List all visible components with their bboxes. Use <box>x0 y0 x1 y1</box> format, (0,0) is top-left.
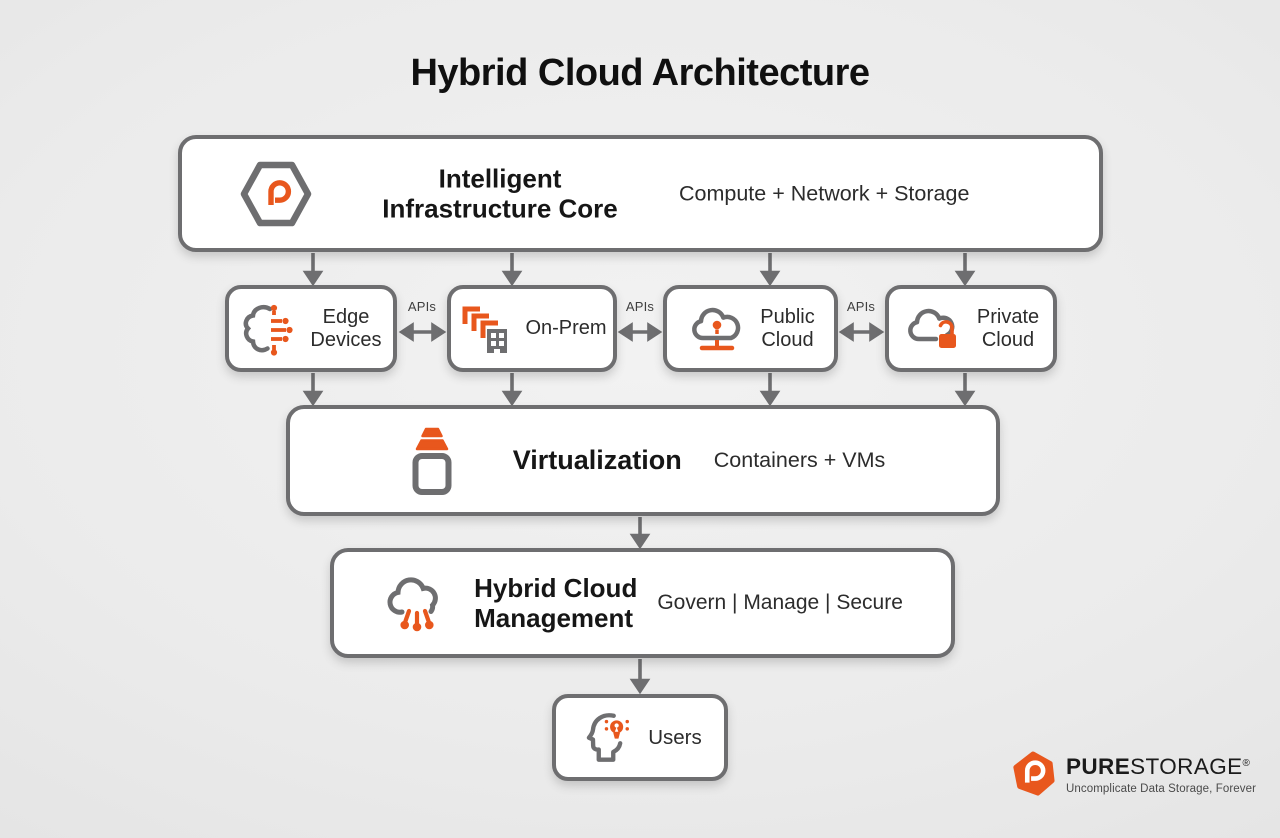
page-title: Hybrid Cloud Architecture <box>410 52 870 94</box>
logo-tagline: Uncomplicate Data Storage, Forever <box>1066 782 1257 795</box>
node-virtualization: Virtualization Containers + VMs <box>286 405 1000 516</box>
api-label: APIs <box>407 299 437 314</box>
node-infrastructure-core: Intelligent Infrastructure Core Compute … <box>178 135 1103 252</box>
node-label: Public Cloud <box>760 305 815 351</box>
logo-text: PURESTORAGE® Uncomplicate Data Storage, … <box>1066 750 1257 795</box>
arrow-virtualization-to-management <box>629 517 651 550</box>
container-stack-icon <box>412 427 452 495</box>
cloud-streams-icon <box>387 577 438 632</box>
cloud-network-pin-icon <box>692 307 741 350</box>
brain-circuit-icon <box>244 304 294 356</box>
node-public-cloud: Public Cloud <box>663 285 838 372</box>
node-users: Users <box>552 694 728 781</box>
management-subtitle: Govern | Manage | Secure <box>657 591 903 614</box>
node-label: Private Cloud <box>976 305 1040 351</box>
api-label: APIs <box>625 299 655 314</box>
purestorage-logo: PURESTORAGE® Uncomplicate Data Storage, … <box>1010 750 1256 798</box>
pure-hexagon-icon <box>240 161 312 226</box>
arrow-management-to-users <box>629 659 651 695</box>
arrows-row2-to-virtualization <box>302 373 976 407</box>
brackets-building-icon <box>462 306 508 353</box>
api-label: APIs <box>846 299 876 314</box>
virtualization-title: Virtualization <box>512 445 682 475</box>
node-hybrid-cloud-management: Hybrid Cloud Management Govern | Manage … <box>330 548 955 658</box>
node-label: Users <box>648 725 702 749</box>
logo-wordmark: PURESTORAGE® <box>1066 754 1251 779</box>
head-lightbulb-icon <box>586 712 630 762</box>
pure-storage-mark-icon <box>1013 751 1055 796</box>
node-edge-devices: Edge Devices <box>225 285 397 372</box>
core-title: Intelligent Infrastructure Core <box>382 163 618 224</box>
virtualization-subtitle: Containers + VMs <box>713 448 886 472</box>
arrows-core-to-row2 <box>302 253 976 287</box>
node-label: Edge Devices <box>310 305 382 351</box>
cloud-open-lock-icon <box>907 308 956 348</box>
node-on-prem: On-Prem <box>447 285 617 372</box>
node-label: On-Prem <box>525 317 607 339</box>
core-subtitle: Compute + Network + Storage <box>679 181 970 205</box>
management-title: Hybrid Cloud Management <box>474 572 638 633</box>
node-private-cloud: Private Cloud <box>885 285 1057 372</box>
